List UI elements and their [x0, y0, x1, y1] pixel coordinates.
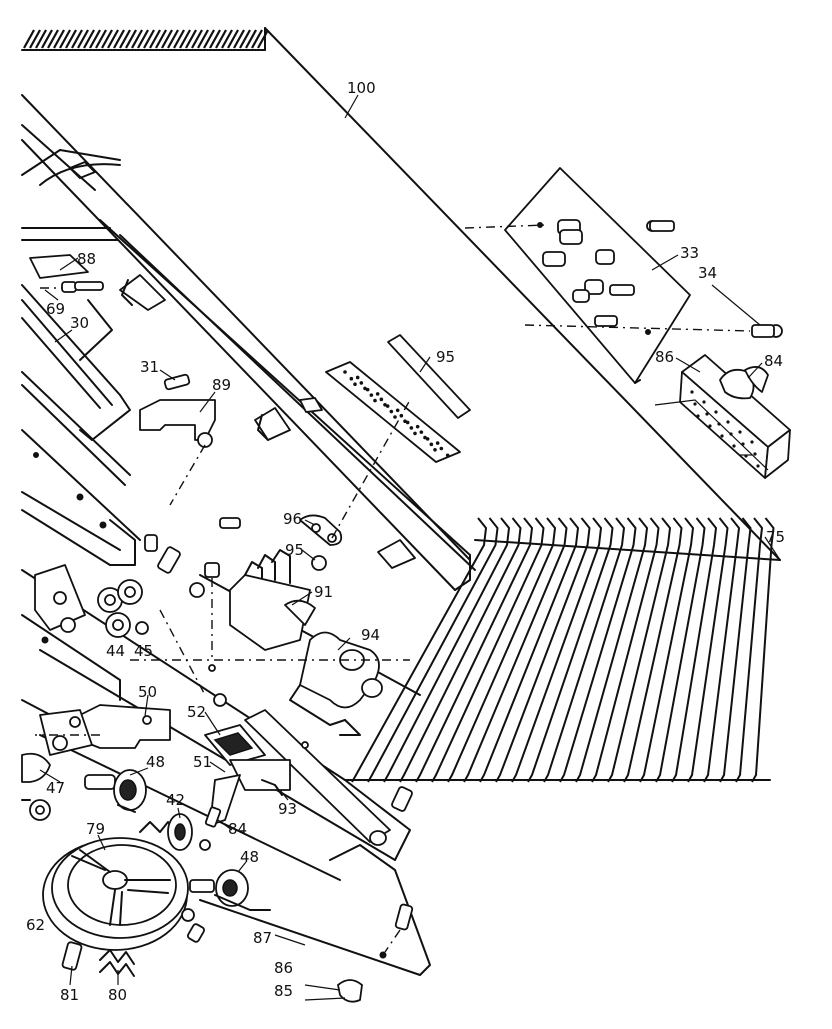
callout-86: 86 — [655, 348, 674, 366]
cover-clips — [119, 274, 416, 569]
callout-48-lower: 48 — [240, 848, 259, 866]
callout-85: 85 — [274, 982, 293, 1000]
callout-94: 94 — [361, 626, 380, 644]
bearings-44-45 — [34, 564, 149, 644]
callout-labels: 100 33 34 86 84 75 88 69 30 31 89 95 96 … — [26, 79, 785, 1004]
transformer-91 — [229, 549, 316, 651]
leader-lines — [39, 94, 781, 986]
callout-62: 62 — [26, 916, 45, 934]
callout-91: 91 — [314, 583, 333, 601]
callout-100: 100 — [347, 79, 376, 97]
callout-44: 44 — [106, 642, 125, 660]
callout-75: 75 — [766, 528, 785, 546]
left-edge-parts — [21, 752, 116, 821]
top-hatch-strip — [21, 27, 269, 51]
callout-48-upper: 48 — [146, 753, 165, 771]
callout-96: 96 — [283, 510, 302, 528]
callout-81: 81 — [60, 986, 79, 1004]
switch-strip — [325, 334, 471, 463]
callout-79: 79 — [86, 820, 105, 838]
callout-89: 89 — [212, 376, 231, 394]
callout-31: 31 — [140, 358, 159, 376]
callout-51: 51 — [193, 753, 212, 771]
callout-69: 69 — [46, 300, 65, 318]
heat-sink — [344, 517, 781, 783]
motor-mount-50 — [35, 704, 171, 756]
callout-87: 87 — [253, 929, 272, 947]
gear-42 — [139, 806, 222, 851]
gear-48-upper — [113, 769, 147, 813]
callout-30: 30 — [70, 314, 89, 332]
bracket-89 — [139, 373, 216, 506]
callout-34: 34 — [698, 264, 717, 282]
callout-52: 52 — [187, 703, 206, 721]
callout-84-lower: 84 — [228, 820, 247, 838]
callout-95-top: 95 — [436, 348, 455, 366]
gear-48-lower — [181, 869, 271, 943]
callout-80: 80 — [108, 986, 127, 1004]
callout-93: 93 — [278, 800, 297, 818]
terminal-posts — [537, 219, 783, 338]
left-chassis-rails — [21, 284, 141, 566]
callout-33: 33 — [680, 244, 699, 262]
bottom-fasteners — [304, 903, 414, 1003]
callout-88: 88 — [77, 250, 96, 268]
callout-95-bottom: 95 — [285, 541, 304, 559]
terminal-block — [654, 354, 791, 479]
callout-50: 50 — [138, 683, 157, 701]
housing-cover — [21, 27, 781, 591]
rail-screws — [29, 254, 241, 672]
callout-86-lower: 86 — [274, 959, 293, 977]
capacitor-94 — [289, 631, 383, 736]
terminal-board — [464, 167, 783, 384]
callout-47: 47 — [46, 779, 65, 797]
callout-84: 84 — [764, 352, 783, 370]
callout-42: 42 — [166, 791, 185, 809]
callout-45: 45 — [134, 642, 153, 660]
pulley-79 — [42, 837, 189, 951]
